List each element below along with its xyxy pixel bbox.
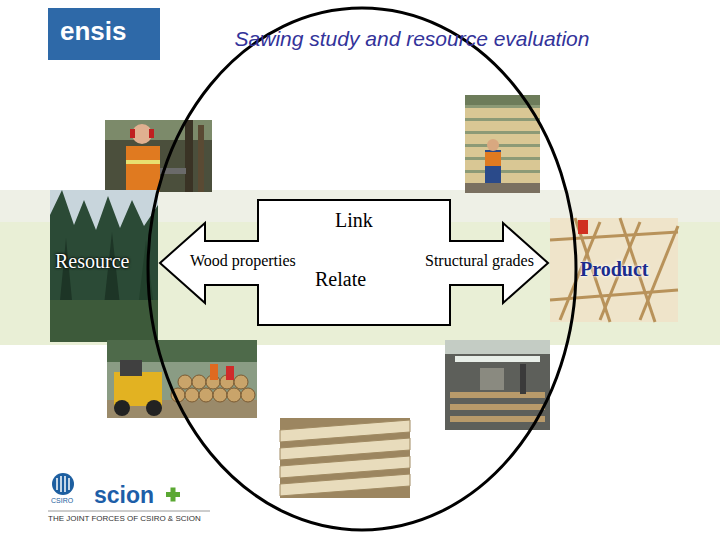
loader-photo-part [107, 340, 257, 362]
csiro-logo-part-part [60, 476, 62, 492]
logs-photo-part-part [280, 456, 410, 478]
loader-photo-part [114, 400, 130, 416]
worker-photo-part [185, 120, 193, 192]
lumber-photo [465, 95, 540, 193]
csiro-logo [52, 473, 74, 495]
lumber-photo-part [465, 183, 540, 193]
worker-photo-part [126, 146, 160, 192]
loader-photo-part-part [199, 388, 213, 402]
resource-photo-node: Resource [50, 190, 158, 342]
logs-photo-part-part [280, 474, 410, 496]
logo-text: ensis [60, 17, 127, 47]
footer-note: THE JOINT FORCES OF CSIRO & SCION [48, 514, 201, 523]
loader-photo-part [146, 400, 162, 416]
worker-photo-part [130, 129, 135, 138]
slide-title: Sawing study and resource evaluation [187, 27, 637, 51]
worker-photo-part [198, 125, 204, 192]
scion-plus-part [171, 488, 176, 502]
loader-photo-part [120, 360, 142, 376]
lumber-photo-part [487, 139, 499, 151]
logs-photo-part-part [280, 420, 410, 442]
worker-photo-part [105, 120, 212, 192]
loader-photo-part-part [192, 375, 206, 389]
worker-photo [105, 120, 212, 192]
worker-photo-part [105, 120, 212, 140]
lumber-photo-part-part [465, 173, 540, 183]
logs-photo [280, 418, 410, 498]
sawmill-photo-part [445, 340, 550, 430]
sawmill-photo-part-part [450, 404, 545, 410]
loader-photo [107, 340, 257, 418]
sawmill-photo-part [480, 368, 504, 390]
logo-rule [48, 511, 210, 512]
forest-photo-part [50, 190, 158, 342]
loader-photo-part-part [178, 375, 192, 389]
sawmill-photo-part [455, 356, 540, 362]
lumber-photo-part [485, 152, 501, 166]
lumber-photo-part-part [465, 108, 540, 118]
product-photo-node: Product [550, 218, 700, 322]
lumber-photo-part [465, 95, 540, 193]
loader-photo-part [210, 364, 218, 380]
arrow-label: Structural grades [425, 252, 534, 270]
node-text: Resource [55, 250, 129, 273]
sawmill-photo-part-part [450, 416, 545, 422]
lumber-photo-part-part [465, 147, 540, 157]
lumber-photo-part [465, 108, 540, 183]
forest-photo-part [50, 300, 158, 342]
forest-photo [50, 190, 158, 342]
sawmill-photo-part-part [450, 392, 545, 398]
logs-photo-part [280, 420, 410, 496]
node-text: Product [580, 258, 649, 281]
csiro-logo-part [52, 473, 74, 495]
csiro-logo-part-part [64, 476, 66, 492]
scion-plus [166, 488, 180, 502]
truss-photo-part-part [550, 232, 678, 240]
lumber-photo-part-part [465, 134, 540, 144]
csiro-logo-part-part [68, 478, 70, 490]
loader-photo-part [107, 340, 257, 418]
sawmill-photo [445, 340, 550, 430]
logs-photo-part [280, 418, 410, 498]
loader-photo-part-part [185, 388, 199, 402]
truss-photo-part [550, 218, 678, 322]
loader-photo-part-part [213, 388, 227, 402]
forest-photo-part [50, 190, 158, 342]
loader-photo-part-part [241, 388, 255, 402]
node-text: Relate [315, 268, 366, 291]
logo-box [48, 8, 160, 60]
loader-photo-part-part [234, 375, 248, 389]
sawmill-photo-part [445, 340, 550, 354]
loader-photo-part-part [227, 388, 241, 402]
cycle-circle [148, 8, 576, 530]
worker-photo-part [126, 160, 160, 164]
node-text: Link [335, 209, 373, 232]
truss-photo [550, 218, 678, 322]
truss-photo-part [578, 220, 588, 234]
csiro-logo-part-part [56, 478, 58, 490]
sawmill-photo-part [450, 392, 545, 422]
sawmill-photo-part [520, 364, 526, 394]
worker-photo-part [149, 129, 154, 138]
logo-text: scion [94, 482, 154, 508]
truss-photo-part [550, 218, 678, 322]
loader-photo-part [226, 366, 234, 380]
csiro-logo-part [57, 476, 69, 492]
lumber-photo-part-part [465, 160, 540, 170]
lumber-photo-part-part [465, 121, 540, 131]
lumber-photo-part [485, 150, 501, 184]
logo-caption: CSIRO [51, 497, 73, 505]
logs-photo-part-part [280, 438, 410, 460]
arrow-label: Wood properties [190, 252, 296, 270]
